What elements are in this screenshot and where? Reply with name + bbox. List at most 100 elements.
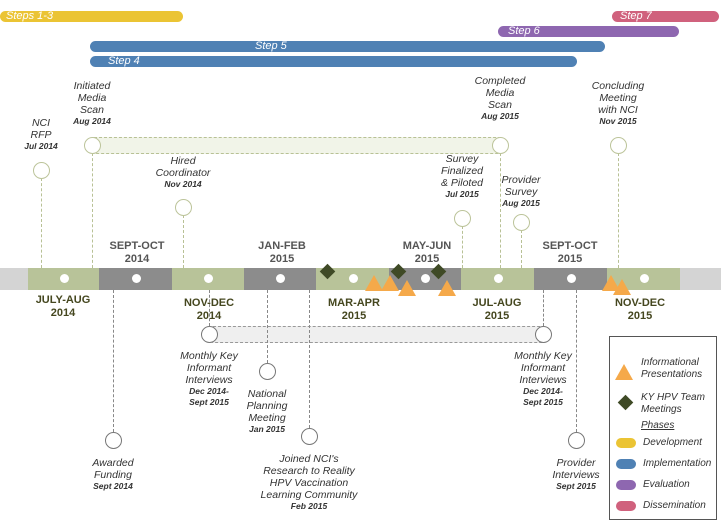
phase-bar-implementation: Step 5 — [90, 41, 605, 52]
event-marker — [175, 199, 192, 216]
period-label-year: 2014 — [50, 307, 76, 319]
event-title-line: & Piloted — [440, 177, 484, 189]
event-title-line: Planning — [246, 400, 288, 412]
event-title-line: Survey — [504, 186, 538, 198]
timeline-start — [0, 268, 28, 290]
timeline-segment-jul-aug-2014 — [28, 268, 99, 290]
event-title-line: Completed — [474, 75, 526, 87]
event-connector — [543, 290, 544, 326]
event-marker — [259, 363, 276, 380]
timeline-point — [276, 274, 285, 283]
event-connector — [113, 290, 114, 432]
period-label-months: NOV-DEC — [614, 297, 666, 309]
event-connector — [41, 178, 42, 268]
event-title-line: Joined NCI's — [279, 453, 339, 465]
timeline-point — [567, 274, 576, 283]
event-title-line: with NCI — [598, 104, 638, 116]
legend-phases-heading: Phases — [641, 420, 675, 431]
event-title-line: Funding — [94, 469, 132, 481]
event-title-line: Coordinator — [155, 167, 211, 179]
phase-bar-evaluation: Step 6 — [498, 26, 679, 37]
event-connector — [92, 153, 93, 268]
event-date: Nov 2015 — [599, 116, 637, 126]
period-label-year: 2015 — [414, 253, 440, 265]
presentation-marker — [398, 280, 416, 296]
event-connector — [267, 290, 268, 363]
event-connector — [500, 153, 501, 268]
legend-presentations: Informational Presentations — [641, 357, 703, 380]
legend-implementation: Implementation — [643, 458, 712, 469]
timeline-point — [421, 274, 430, 283]
event-title-line: Research to Reality — [263, 465, 355, 477]
timeline-point — [204, 274, 213, 283]
phase-bar-implementation: Step 4 — [90, 56, 577, 67]
event-title-line: Initiated — [73, 80, 111, 92]
event-connector — [183, 215, 184, 268]
event-connector — [209, 290, 210, 326]
period-label-months: SEPT-OCT — [109, 240, 165, 252]
timeline-point — [349, 274, 358, 283]
event-title-line: Finalized — [440, 165, 484, 177]
event-connector — [618, 153, 619, 268]
event-title-line: NCI — [31, 117, 51, 129]
period-label-months: MAR-APR — [328, 297, 380, 309]
event-title-line: Survey — [445, 153, 479, 165]
event-connector — [521, 230, 522, 268]
event-marker — [84, 137, 101, 154]
legend-swatch-implementation — [616, 459, 636, 469]
legend-presentation-icon — [615, 364, 633, 380]
event-connector — [309, 290, 310, 428]
event-marker — [105, 432, 122, 449]
event-title-line: Hired — [170, 155, 196, 167]
presentation-marker — [381, 275, 399, 291]
event-date: Nov 2014 — [164, 179, 202, 189]
legend-development: Development — [643, 437, 702, 448]
period-label-months: SEPT-OCT — [542, 240, 598, 252]
phase-bar-dissemination: Step 7 — [612, 11, 719, 22]
event-marker — [33, 162, 50, 179]
timeline-segment-nov-dec-2014 — [172, 268, 244, 290]
event-date: Dec 2014- Sept 2015 — [189, 386, 229, 407]
legend-dissemination: Dissemination — [643, 500, 706, 511]
event-date: Jul 2015 — [445, 189, 479, 199]
phase-bar-label: Step 5 — [255, 40, 287, 52]
event-marker — [454, 210, 471, 227]
event-marker — [301, 428, 318, 445]
timeline-segment-jul-aug-2015 — [461, 268, 534, 290]
event-title-line: RFP — [30, 129, 52, 141]
period-label-year: 2014 — [124, 253, 150, 265]
timeline-end — [680, 268, 721, 290]
event-title-line: Informant — [520, 362, 566, 374]
event-connector — [462, 226, 463, 268]
event-title-line: Informant — [186, 362, 232, 374]
period-label-year: 2014 — [196, 310, 222, 322]
timeline-segment-sep-oct-2014 — [99, 268, 172, 290]
event-title-line: Media — [77, 92, 107, 104]
event-title-line: Scan — [80, 104, 104, 116]
period-label-months: JULY-AUG — [35, 294, 91, 306]
legend-evaluation: Evaluation — [643, 479, 690, 490]
event-date: Dec 2014- Sept 2015 — [523, 386, 563, 407]
period-label-months: MAY-JUN — [402, 240, 452, 252]
event-date: Jan 2015 — [249, 424, 285, 434]
phase-bar-label: Step 7 — [620, 10, 652, 22]
phase-bar-label: Step 6 — [508, 25, 540, 37]
